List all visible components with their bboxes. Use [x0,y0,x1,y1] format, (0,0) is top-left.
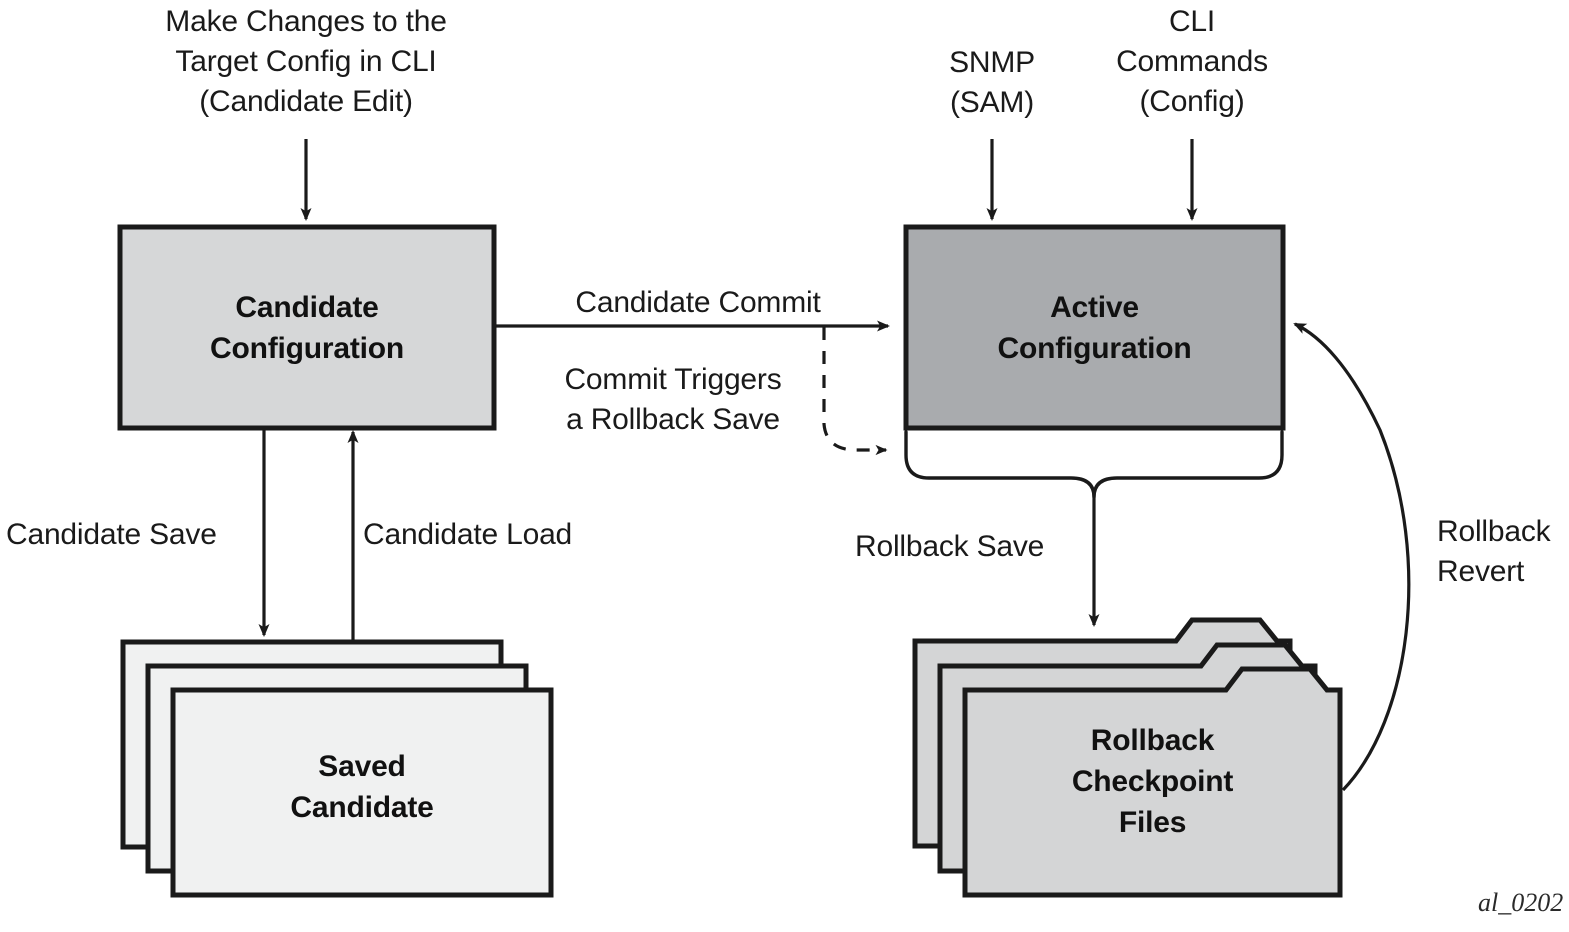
figure-caption: al_0202 [1478,888,1564,917]
edge-label-rollback-save: Rollback Save [855,530,1045,563]
active-configuration-label: Active Configuration [997,291,1192,365]
edge-label-candidate-save: Candidate Save [6,518,217,551]
input-label-cli-commands: CLI Commands (Config) [1116,5,1268,118]
input-label-make-changes: Make Changes to the Target Config in CLI… [165,5,447,118]
input-label-snmp: SNMP (SAM) [949,46,1035,119]
edge-label-candidate-commit: Candidate Commit [575,286,821,319]
candidate-configuration-label: Candidate Configuration [209,291,405,365]
edge-label-rollback-revert: Rollback Revert [1437,515,1551,588]
rollback-checkpoint-folder-stack [912,617,1343,898]
candidate-configuration-box [117,224,497,431]
saved-candidate-stack [120,639,554,898]
edge-label-candidate-load: Candidate Load [363,518,573,551]
saved-candidate-label: Saved Candidate [290,750,434,824]
active-configuration-brace [904,430,1284,499]
edge-label-commit-triggers-rollback-save: Commit Triggers a Rollback Save [564,363,782,436]
rollback-revert-arrow [1293,322,1411,792]
commit-triggers-rollback-save-arrow [822,327,888,456]
active-configuration-box [903,224,1286,431]
rollback-checkpoint-files-label: Rollback Checkpoint Files [1071,724,1234,839]
